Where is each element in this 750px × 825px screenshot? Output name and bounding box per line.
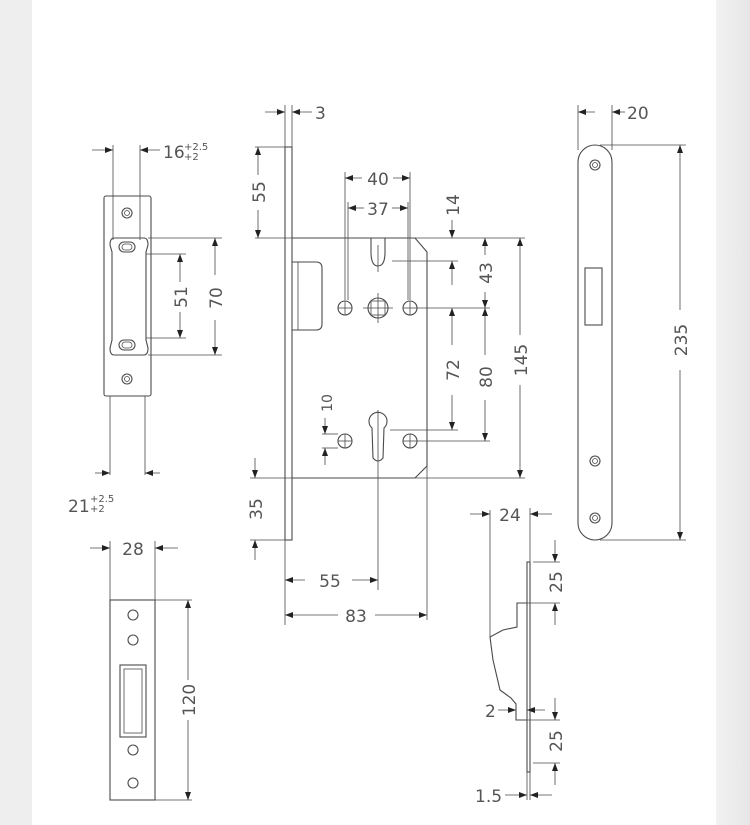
page-margin xyxy=(716,0,750,825)
backset-label: 55 xyxy=(319,572,341,592)
latch-offset-label: 14 xyxy=(444,194,464,216)
top-offset-label: 55 xyxy=(250,181,270,203)
strike-depth-tol-lower: +2 xyxy=(90,504,105,515)
strike-width-label: 16 xyxy=(163,143,185,163)
hole-span-inner-label: 37 xyxy=(367,200,389,220)
bottom-offset-label: 35 xyxy=(247,498,267,520)
lock-body-view: 3 55 35 40 37 14 43 72 80 xyxy=(247,104,532,627)
strike-width-tol-lower: +2 xyxy=(184,152,199,163)
profile-view: 24 25 25 2 1.5 xyxy=(470,506,567,807)
plate-thickness-label: 1.5 xyxy=(475,787,502,807)
faceplate-length-label: 235 xyxy=(672,324,692,356)
profile-bottom-offset-label: 25 xyxy=(547,730,567,752)
strike-depth-tol-upper: +2.5 xyxy=(90,494,114,505)
strike-width-tol-upper: +2.5 xyxy=(184,142,208,153)
strike-depth-label: 21 xyxy=(68,497,90,517)
keeper-width-label: 28 xyxy=(122,540,144,560)
hole-distance-label: 80 xyxy=(477,366,497,388)
case-height-label: 145 xyxy=(512,344,532,376)
faceplate-view: 20 235 xyxy=(577,104,692,541)
faceplate-width-label: 20 xyxy=(627,104,649,124)
strike-slot-pitch-label: 51 xyxy=(172,286,192,308)
case-depth-label: 83 xyxy=(345,607,367,627)
follower-offset-label: 43 xyxy=(477,262,497,284)
keeper-view: 28 120 xyxy=(90,540,200,801)
profile-lip-label: 2 xyxy=(485,702,496,722)
cylinder-distance-label: 72 xyxy=(444,359,464,381)
hole-span-outer-label: 40 xyxy=(367,170,389,190)
profile-top-offset-label: 25 xyxy=(547,571,567,593)
profile-depth-label: 24 xyxy=(499,506,521,526)
strike-plate-view: 16 +2.5 +2 70 51 21 +2.5 +2 xyxy=(68,142,227,517)
faceplate-thickness-label: 3 xyxy=(315,104,326,124)
strike-slot-span-label: 70 xyxy=(207,287,227,309)
cylinder-hole-offset-label: 10 xyxy=(320,394,336,412)
keeper-length-label: 120 xyxy=(180,684,200,716)
